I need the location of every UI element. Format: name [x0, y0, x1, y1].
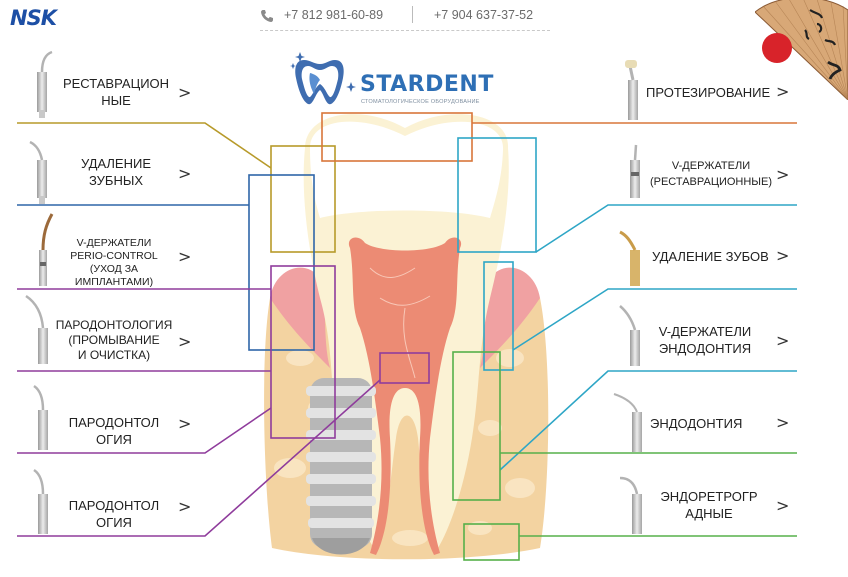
chevron-right-icon[interactable]: >	[776, 82, 790, 101]
link-endo-retrograde[interactable]: ЭНДОРЕТРОГР АДНЫЕ	[660, 489, 758, 521]
phone-number-1[interactable]: +7 812 981-60-89	[284, 8, 384, 22]
link-prosthetics[interactable]: ПРОТЕЗИРОВАНИЕ	[646, 85, 771, 100]
phone-icon	[260, 9, 274, 23]
chevron-right-icon[interactable]: >	[776, 496, 790, 515]
chevron-right-icon[interactable]: >	[178, 247, 192, 266]
tool-tip-left-6	[33, 468, 48, 534]
chevron-right-icon[interactable]: >	[178, 332, 192, 351]
tool-tip-left-2	[29, 140, 47, 204]
chevron-right-icon[interactable]: >	[776, 331, 790, 350]
tool-tip-left-4	[25, 294, 48, 364]
link-v-holders-endodontics[interactable]: V-ДЕРЖАТЕЛИ ЭНДОДОНТИЯ	[658, 324, 752, 356]
chevron-right-icon[interactable]: >	[776, 246, 790, 265]
tool-tip-left-3	[39, 213, 54, 286]
link-v-holders-perio-control[interactable]: V-ДЕРЖАТЕЛИ PERIO-CONTROL (УХОД ЗА ИМПЛА…	[70, 237, 158, 288]
link-periodontology-irrigation[interactable]: ПАРОДОНТОЛОГИЯ (ПРОМЫВАНИЕ И ОЧИСТКА)	[55, 318, 173, 362]
tool-tip-right-4	[619, 305, 640, 366]
chevron-right-icon[interactable]: >	[178, 83, 192, 102]
link-restorative[interactable]: РЕСТАВРАЦИОН НЫЕ	[62, 76, 170, 108]
tool-tip-right-5	[613, 393, 642, 452]
phone-divider	[412, 6, 413, 23]
phone-number-2[interactable]: +7 904 637-37-52	[434, 8, 534, 22]
nsk-logo[interactable]: NSK	[10, 6, 57, 30]
phone-bar: +7 812 981-60-89 +7 904 637-37-52	[260, 6, 550, 31]
brand-tagline: СТОМАТОЛОГИЧЕСКОЕ ОБОРУДОВАНИЕ	[361, 99, 480, 105]
link-periodontology-2[interactable]: ПАРОДОНТОЛ ОГИЯ	[68, 498, 160, 530]
brand-name: STARDENT	[360, 72, 494, 97]
link-endodontics[interactable]: ЭНДОДОНТИЯ	[650, 416, 743, 431]
link-teeth-removal[interactable]: УДАЛЕНИЕ ЗУБОВ	[652, 249, 769, 264]
tool-tip-left-1	[37, 50, 53, 118]
chevron-right-icon[interactable]: >	[776, 165, 790, 184]
chevron-right-icon[interactable]: >	[776, 413, 790, 432]
tool-tip-left-5	[33, 384, 48, 450]
tool-tip-right-6	[619, 476, 642, 534]
link-periodontology-1[interactable]: ПАРОДОНТОЛ ОГИЯ	[68, 415, 160, 447]
tool-tip-right-2	[630, 144, 640, 198]
tool-tip-right-1	[625, 60, 638, 120]
stardent-logo[interactable]: STARDENT СТОМАТОЛОГИЧЕСКОЕ ОБОРУДОВАНИЕ	[288, 46, 518, 108]
tooth-logo-icon	[290, 52, 356, 105]
tool-tip-right-3	[619, 230, 640, 286]
link-v-holders-restorative[interactable]: V-ДЕРЖАТЕЛИ (РЕСТАВРАЦИОННЫЕ)	[649, 160, 773, 188]
decorative-fan-image	[755, 0, 848, 100]
chevron-right-icon[interactable]: >	[178, 414, 192, 433]
link-tooth-extraction[interactable]: УДАЛЕНИЕ ЗУБНЫХ	[80, 156, 152, 188]
chevron-right-icon[interactable]: >	[178, 164, 192, 183]
chevron-right-icon[interactable]: >	[178, 497, 192, 516]
